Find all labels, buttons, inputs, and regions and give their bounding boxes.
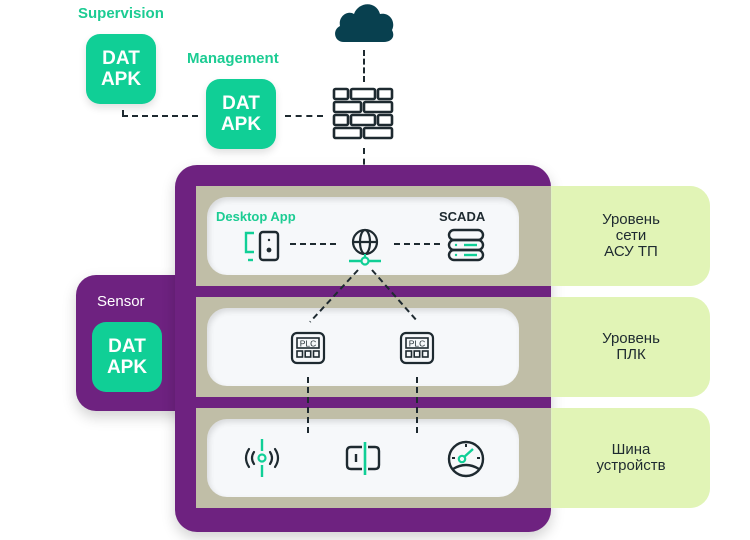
apk-text: APK [106, 357, 148, 378]
level-line: устройств [596, 457, 666, 474]
plc-icon[interactable]: PLC [399, 331, 435, 365]
desktop-app-label: Desktop App [216, 209, 296, 224]
apk-text: APK [220, 114, 262, 135]
desktop-computer-icon[interactable] [242, 230, 282, 264]
management-label: Management [187, 50, 279, 67]
cloud-icon [335, 4, 394, 42]
scada-label: SCADA [439, 209, 486, 224]
firewall-icon [332, 87, 394, 140]
level-line: АСУ ТП [604, 243, 658, 260]
gauge-icon[interactable] [446, 439, 486, 479]
plc-text: PLC [300, 339, 317, 349]
supervision-label: Supervision [78, 5, 164, 22]
apk-text: APK [100, 69, 142, 90]
connector-cloud-firewall [363, 50, 365, 82]
level-label-bg [552, 408, 710, 508]
connector-desktop-network [290, 243, 336, 245]
dat-text: DAT [108, 336, 146, 357]
level-label-bg [552, 297, 710, 397]
dat-text: DAT [222, 93, 260, 114]
connector-plc-bus-left [307, 377, 309, 433]
level-line: Шина [611, 441, 651, 458]
connector-management-firewall [285, 115, 323, 117]
globe-network-icon[interactable] [344, 227, 386, 267]
panel-plc [207, 308, 519, 386]
sensor-dat-apk-box[interactable]: DAT APK [92, 322, 162, 392]
connector-supervision-stub [122, 110, 124, 116]
level-label-bg [552, 186, 710, 286]
level-line: сети [615, 227, 647, 244]
level-line: Уровень [602, 211, 660, 228]
server-stack-icon[interactable] [446, 228, 486, 264]
plc-text: PLC [409, 339, 426, 349]
actuator-icon[interactable] [344, 439, 384, 479]
connector-network-scada [394, 243, 440, 245]
supervision-dat-apk-box[interactable]: DAT APK [86, 34, 156, 104]
management-dat-apk-box[interactable]: DAT APK [206, 79, 276, 149]
level-line: Уровень [602, 330, 660, 347]
connector-network-plcs [309, 269, 419, 323]
connector-supervision-management [122, 115, 198, 117]
dat-text: DAT [102, 48, 140, 69]
level-line: ПЛК [616, 346, 646, 363]
wireless-sensor-icon[interactable] [241, 437, 283, 481]
plc-icon[interactable]: PLC [290, 331, 326, 365]
sensor-label: Sensor [97, 293, 145, 310]
connector-plc-bus-right [416, 377, 418, 433]
